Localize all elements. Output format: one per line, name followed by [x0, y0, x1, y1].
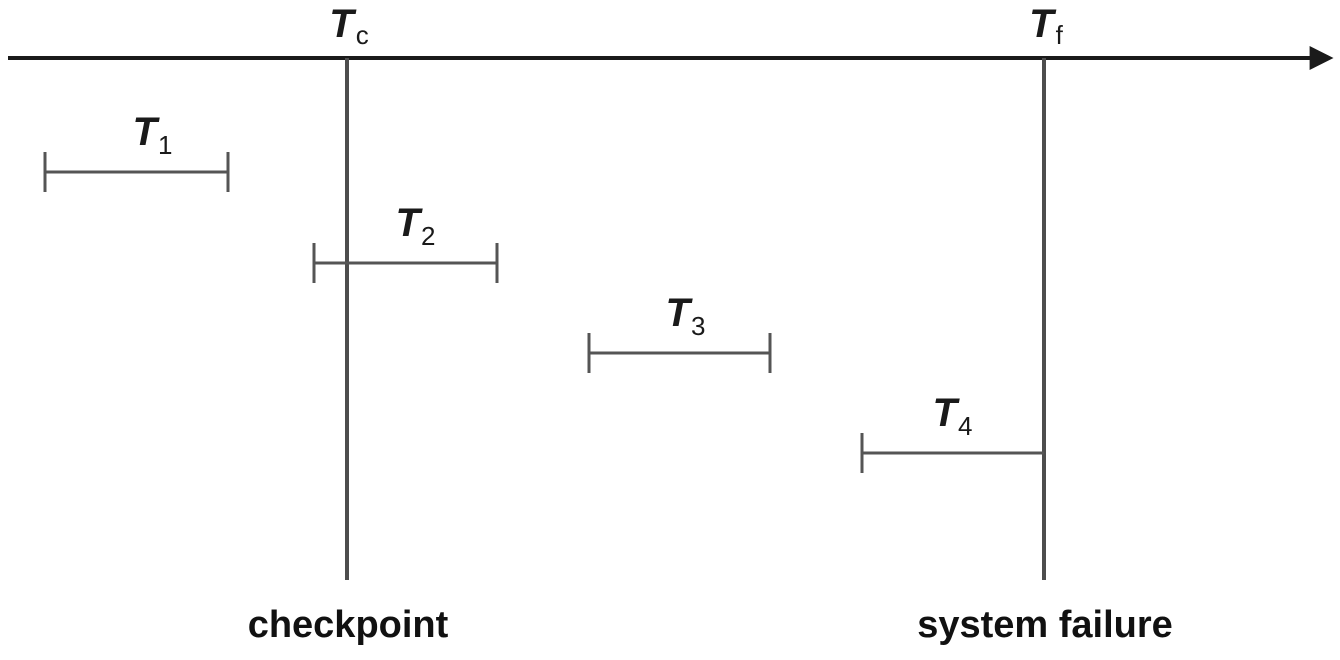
interval-symbol-T1: T: [132, 110, 157, 154]
interval-label-T3: T3: [665, 291, 706, 339]
interval-subscript-T4: 4: [957, 411, 973, 441]
interval-bar-T2: [312, 243, 499, 283]
interval-label-T1: T1: [132, 110, 173, 158]
event-subscript-system-failure: f: [1055, 20, 1063, 50]
interval-label-T4: T4: [932, 391, 973, 439]
interval-subscript-T3: 3: [690, 311, 706, 341]
interval-symbol-T4: T: [932, 391, 957, 435]
event-symbol-system-failure: T: [1029, 2, 1054, 46]
interval-bar-T4: [860, 433, 1044, 473]
event-label-system-failure: Tf: [1029, 2, 1063, 48]
interval-symbol-T3: T: [665, 291, 690, 335]
interval-subscript-T2: 2: [420, 221, 436, 251]
interval-bar-T3: [587, 333, 772, 373]
interval-bar-T1: [43, 152, 230, 192]
interval-symbol-T2: T: [395, 201, 420, 245]
annotation-system-failure: system failure: [917, 604, 1173, 646]
interval-label-T2: T2: [395, 201, 436, 249]
event-subscript-checkpoint: c: [355, 20, 369, 50]
event-symbol-checkpoint: T: [329, 2, 354, 46]
annotation-checkpoint: checkpoint: [247, 604, 449, 646]
event-label-checkpoint: Tc: [329, 2, 368, 48]
interval-subscript-T1: 1: [157, 130, 173, 160]
